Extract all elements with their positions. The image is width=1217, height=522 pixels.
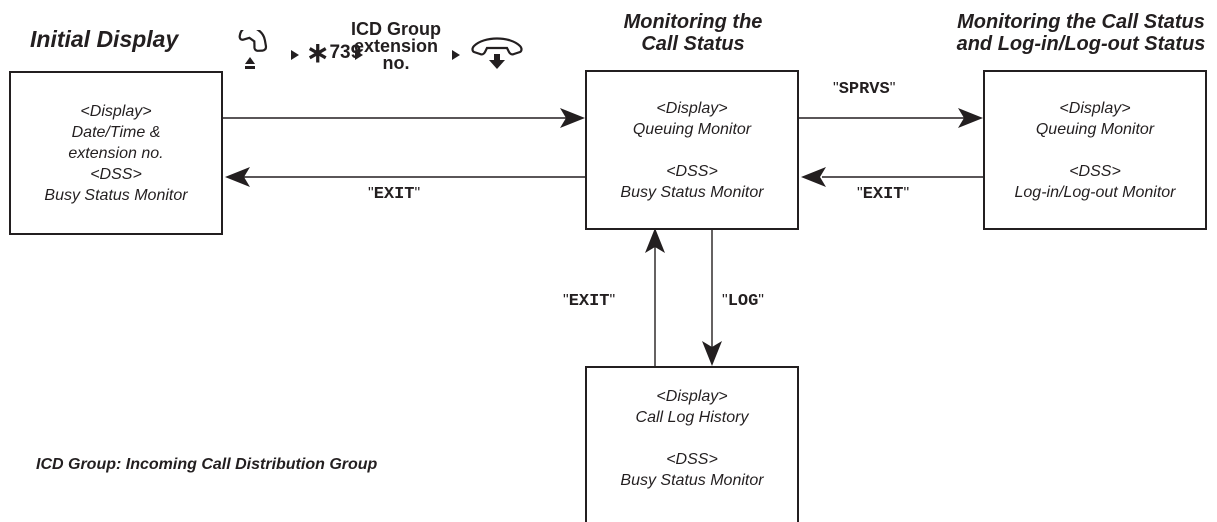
icd-field-line: no. <box>382 53 410 73</box>
step-separator-icon <box>291 50 299 60</box>
log-command: "LOG" <box>722 292 764 311</box>
exit-command: "EXIT" <box>368 185 421 204</box>
dss-tag: <DSS> <box>1069 162 1121 180</box>
sprvs-label: SPRVS <box>838 80 890 99</box>
icd-field-line: ICD Group <box>351 19 441 39</box>
dss-tag: <DSS> <box>666 162 718 180</box>
icd-field-line: extension <box>353 36 439 56</box>
monitoring-login-heading: Monitoring the Call Status and Log-in/Lo… <box>946 11 1216 55</box>
exit-command: "EXIT" <box>857 185 910 204</box>
display-text: Queuing Monitor <box>1035 120 1155 138</box>
arrowhead-down <box>702 341 722 366</box>
sprvs-command: "SPRVS" <box>833 80 896 99</box>
arrowhead-left <box>225 167 250 187</box>
display-text: Queuing Monitor <box>632 120 752 138</box>
step-separator-icon <box>355 50 363 60</box>
arrowhead-right <box>958 108 983 128</box>
display-tag: <Display> <box>656 99 728 117</box>
dss-text: Busy Status Monitor <box>44 186 188 204</box>
arrowhead-right <box>560 108 585 128</box>
heading-line: Call Status <box>641 33 745 55</box>
monitoring-call-box: <Display> Queuing Monitor <DSS> Busy Sta… <box>585 70 799 230</box>
heading-line: Monitoring the <box>623 11 763 33</box>
exit-label: EXIT <box>862 185 904 204</box>
dss-tag: <DSS> <box>90 165 142 183</box>
dss-text: Busy Status Monitor <box>620 472 764 489</box>
dss-text: Busy Status Monitor <box>620 183 764 201</box>
arrowhead-up <box>645 228 665 253</box>
display-text: Call Log History <box>635 409 749 426</box>
exit-label: EXIT <box>373 185 415 204</box>
legend-note: ICD Group: Incoming Call Distribution Gr… <box>36 456 378 473</box>
dss-text: Log-in/Log-out Monitor <box>1014 183 1176 201</box>
arrowhead-left <box>801 167 826 187</box>
heading-line: and Log-in/Log-out Status <box>956 33 1206 55</box>
exit-command: "EXIT" <box>563 292 616 311</box>
icd-extension-field: ICD Group extension no. <box>344 19 448 73</box>
dss-tag: <DSS> <box>666 451 718 468</box>
display-text: extension no. <box>68 144 164 162</box>
step-separator-icon <box>452 50 460 60</box>
log-label: LOG <box>727 292 759 311</box>
feature-code-digits: 739 <box>329 42 362 63</box>
initial-display-box: <Display> Date/Time & extension no. <DSS… <box>9 71 223 235</box>
display-tag: <Display> <box>1059 99 1131 117</box>
handset-off-hook-icon <box>238 30 268 69</box>
heading-line: Monitoring the Call Status <box>957 11 1205 33</box>
monitoring-login-box: <Display> Queuing Monitor <DSS> Log-in/L… <box>983 70 1207 230</box>
monitoring-call-heading: Monitoring the Call Status <box>560 11 826 55</box>
display-tag: <Display> <box>80 102 152 120</box>
display-text: Date/Time & <box>71 123 161 141</box>
display-tag: <Display> <box>656 388 728 405</box>
call-log-box: <Display> Call Log History <DSS> Busy St… <box>585 366 799 522</box>
initial-display-heading: Initial Display <box>30 26 179 52</box>
feature-code: ∗739 <box>306 39 362 67</box>
star-key-icon: ∗ <box>306 37 330 68</box>
exit-label: EXIT <box>568 292 610 311</box>
handset-on-hook-icon <box>471 37 523 69</box>
